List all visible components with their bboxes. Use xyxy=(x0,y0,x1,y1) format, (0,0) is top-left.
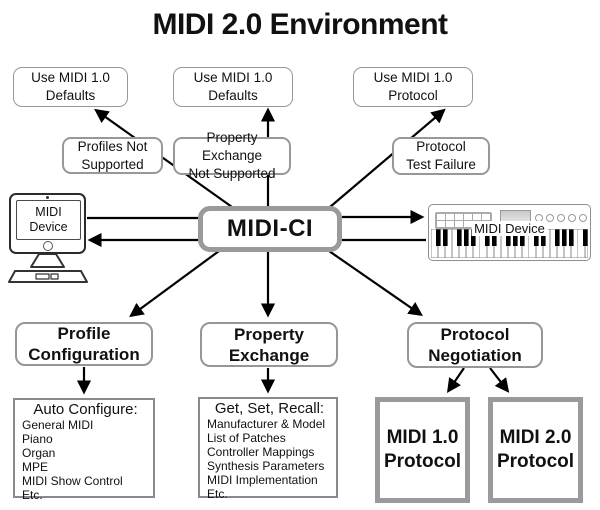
list-item: MIDI Implementation xyxy=(207,473,318,487)
knob-icon xyxy=(546,214,554,222)
box-label: Use MIDI 1.0 Protocol xyxy=(373,70,453,103)
list-item: Manufacturer & Model xyxy=(207,417,326,431)
computer-device-label: MIDI Device xyxy=(29,205,68,234)
arrow-negotiation-to-midi10 xyxy=(446,367,465,393)
list-item: Piano xyxy=(22,432,53,446)
list-item: Controller Mappings xyxy=(207,445,315,459)
box-midi-ci: MIDI-CI xyxy=(198,206,342,252)
list-item: MPE xyxy=(22,460,49,474)
arrow-midici-to-protocol-negotiation xyxy=(328,250,423,317)
knob-icon xyxy=(557,214,565,222)
page-title: MIDI 2.0 Environment xyxy=(152,8,448,41)
box-use-midi10-defaults-center: Use MIDI 1.0 Defaults xyxy=(173,67,293,107)
monitor-button-icon xyxy=(42,241,53,251)
box-label: Profiles Not Supported xyxy=(77,138,148,172)
knobs-icon xyxy=(535,214,587,222)
list-item: MIDI Show Control xyxy=(22,474,123,488)
box-midi-10-protocol: MIDI 1.0 Protocol xyxy=(375,397,470,503)
midi-ci-label: MIDI-CI xyxy=(226,215,314,242)
knob-icon xyxy=(579,214,587,222)
box-label: Property Exchange Not Supported xyxy=(188,130,276,181)
camera-dot-icon xyxy=(46,196,49,199)
knob-icon xyxy=(568,214,576,222)
list-header: Auto Configure: xyxy=(33,401,138,418)
list-header: Get, Set, Recall: xyxy=(214,400,325,417)
box-use-midi10-defaults-left: Use MIDI 1.0 Defaults xyxy=(13,67,128,107)
list-item: General MIDI xyxy=(22,418,94,432)
box-profile-configuration: Profile Configuration xyxy=(15,322,153,366)
computer-keyboard-keys xyxy=(35,273,50,280)
box-use-midi10-protocol: Use MIDI 1.0 Protocol xyxy=(353,67,473,107)
box-label: Protocol Negotiation xyxy=(428,325,522,365)
box-protocol-test-failure: Protocol Test Failure xyxy=(392,137,490,175)
computer-device-icon: MIDI Device xyxy=(9,193,86,254)
box-protocol-negotiation: Protocol Negotiation xyxy=(407,322,543,368)
box-property-exchange: Property Exchange xyxy=(200,322,338,367)
box-midi-20-protocol: MIDI 2.0 Protocol xyxy=(488,397,583,503)
computer-stand xyxy=(30,253,65,268)
arrow-midici-to-defaults-left xyxy=(94,108,233,208)
box-label: MIDI 1.0 Protocol xyxy=(383,427,462,472)
arrow-midici-to-profile-configuration xyxy=(129,250,220,318)
box-property-exchange-not-supported: Property Exchange Not Supported xyxy=(173,130,291,181)
box-label: Use MIDI 1.0 Defaults xyxy=(193,70,273,103)
box-auto-configure-list: Auto Configure: General MIDI Piano Organ… xyxy=(13,398,155,502)
computer-keyboard-key xyxy=(50,273,59,280)
box-label: Protocol Test Failure xyxy=(406,139,476,172)
list-item: Etc. xyxy=(207,487,228,501)
keyboard-device-label: MIDI Device xyxy=(471,221,548,236)
box-label: Profile Configuration xyxy=(28,324,140,364)
list-item: Synthesis Parameters xyxy=(207,459,325,473)
box-profiles-not-supported: Profiles Not Supported xyxy=(62,137,163,174)
computer-screen: MIDI Device xyxy=(16,200,81,240)
arrow-negotiation-to-midi20 xyxy=(489,367,510,393)
box-label: Property Exchange xyxy=(228,324,310,365)
list-item: Etc. xyxy=(22,488,43,502)
list-item: Organ xyxy=(22,446,56,460)
list-item: List of Patches xyxy=(207,431,286,445)
box-get-set-recall-list: Get, Set, Recall: Manufacturer & Model L… xyxy=(198,397,338,501)
keyboard-device-icon: MIDI Device xyxy=(428,204,591,261)
box-label: Use MIDI 1.0 Defaults xyxy=(31,70,110,103)
box-label: MIDI 2.0 Protocol xyxy=(496,427,575,472)
arrow-midici-to-protocol-right xyxy=(329,108,446,208)
